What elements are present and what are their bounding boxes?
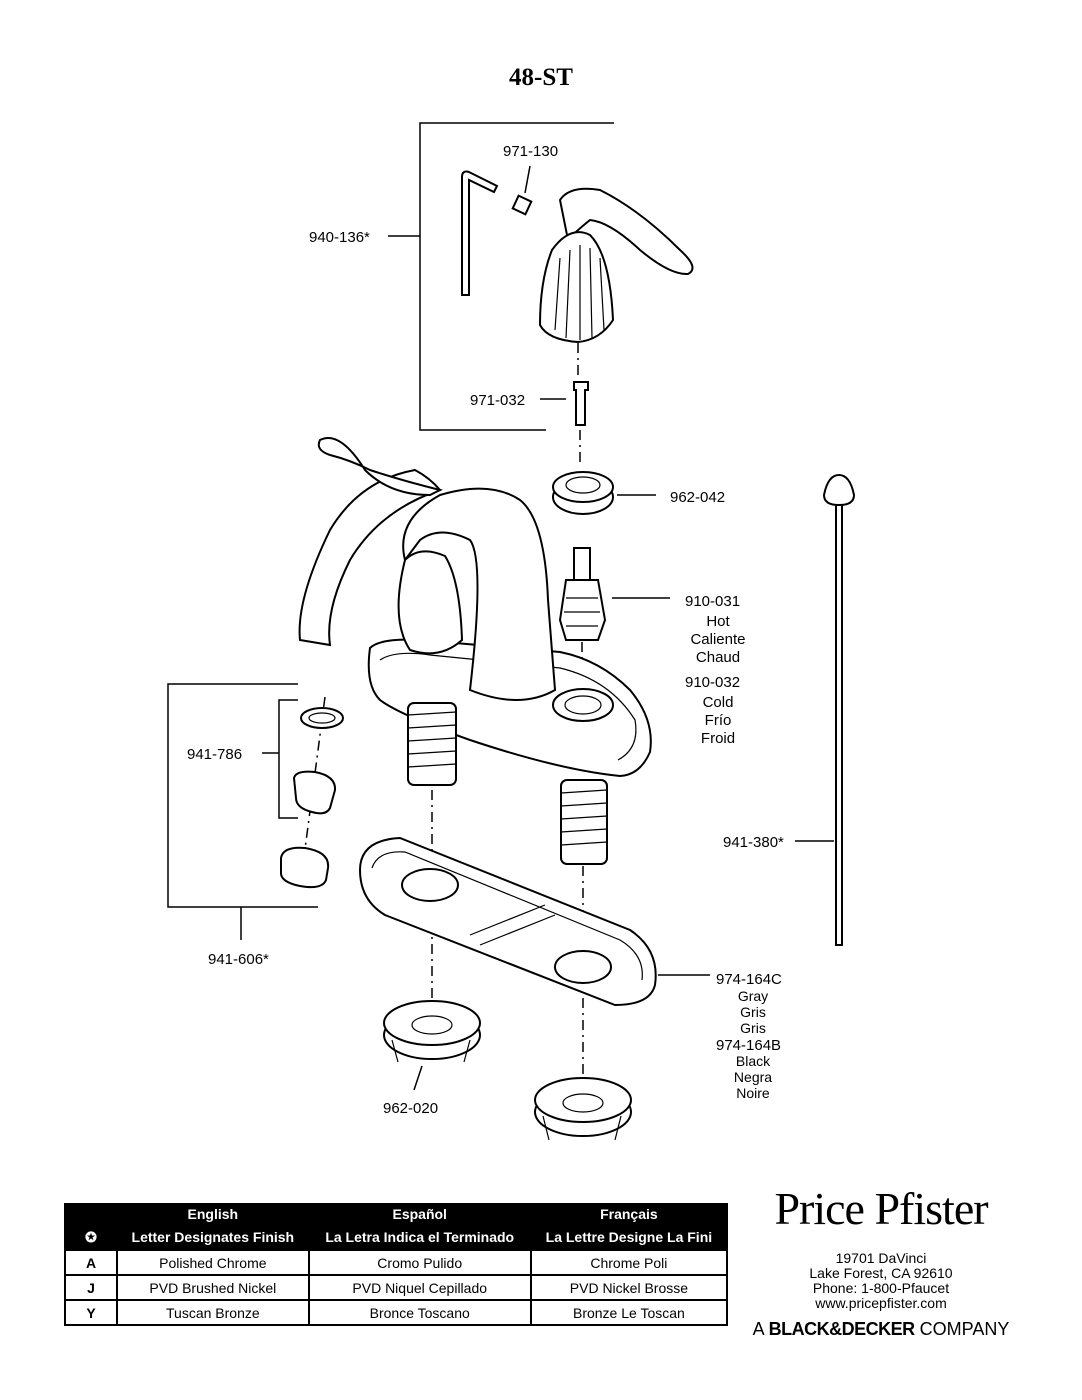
parent-company: A BLACK&DECKER COMPANY <box>752 1319 1010 1339</box>
aerator-washer <box>300 707 344 729</box>
label-962-042: 962-042 <box>670 489 725 506</box>
cold-fr: Froid <box>701 730 735 747</box>
handle-screw <box>573 381 589 426</box>
subheader-english: Letter Designates Finish <box>116 1225 310 1251</box>
finish-table: English Español Français ✪ Letter Design… <box>64 1203 729 1326</box>
subheader-espanol: La Letra Indica el Terminado <box>307 1225 532 1251</box>
label-974-164C: 974-164C <box>716 971 782 988</box>
header-espanol: Español <box>307 1203 532 1225</box>
deck-gasket <box>358 836 657 1007</box>
gray-en: Gray <box>738 988 768 1004</box>
header-francais: Français <box>529 1203 729 1225</box>
faucet-spout <box>402 487 557 701</box>
aerator-kit-bracket <box>167 683 318 908</box>
cold-en: Cold <box>703 694 734 711</box>
hot-en: Hot <box>706 613 730 630</box>
black-fr: Noire <box>736 1085 770 1101</box>
label-971-032: 971-032 <box>470 392 525 409</box>
table-row: Y Tuscan Bronze Bronce Toscano Bronze Le… <box>64 1299 729 1326</box>
header-english: English <box>116 1203 310 1225</box>
hex-wrench <box>461 170 499 296</box>
table-row: J PVD Brushed Nickel PVD Niquel Cepillad… <box>64 1274 729 1301</box>
black-en: Black <box>736 1053 771 1069</box>
address: 19701 DaVinci Lake Forest, CA 92610 Phon… <box>809 1250 953 1311</box>
brand-block: Price Pfister 19701 DaVinci Lake Forest,… <box>745 1182 1017 1340</box>
subheader-francais: La Lettre Designe La Fini <box>529 1225 729 1251</box>
parent-company-logo: BLACK&DECKER <box>768 1319 916 1339</box>
popup-rod <box>835 504 843 946</box>
aerator-housing <box>279 846 330 889</box>
hot-shank <box>407 702 457 786</box>
label-962-020: 962-020 <box>383 1100 438 1117</box>
label-910-032: 910-032 <box>685 674 740 691</box>
label-971-130: 971-130 <box>503 143 558 160</box>
lever-handle <box>558 187 694 276</box>
gray-es: Gris <box>740 1004 766 1020</box>
table-row: A Polished Chrome Cromo Pulido Chrome Po… <box>64 1249 729 1276</box>
set-screw <box>511 194 533 216</box>
symbol-icon: ✪ <box>64 1225 118 1251</box>
label-974-164B: 974-164B <box>716 1037 781 1054</box>
aerator-insert <box>292 770 337 815</box>
label-941-606: 941-606* <box>208 951 269 968</box>
handle-cap <box>538 231 615 344</box>
cold-opening <box>552 688 614 722</box>
hot-es: Caliente <box>690 631 745 648</box>
cartridge <box>558 579 607 641</box>
label-940-136: 940-136* <box>309 229 370 246</box>
brand-logo: Price Pfister <box>774 1183 988 1234</box>
cold-es: Frío <box>705 712 732 729</box>
popup-knob <box>822 473 856 507</box>
hot-fr: Chaud <box>696 649 740 666</box>
black-es: Negra <box>734 1069 772 1085</box>
exploded-parts-diagram: 48-ST 940-136* 971-130 971-032 962-042 9… <box>167 64 856 1141</box>
model-title: 48-ST <box>509 64 573 91</box>
handle-kit-bracket <box>419 122 614 431</box>
cartridge-stem <box>573 547 591 581</box>
gray-fr: Gris <box>740 1020 766 1036</box>
label-941-786: 941-786 <box>187 746 242 763</box>
label-910-031: 910-031 <box>685 593 740 610</box>
label-941-380: 941-380* <box>723 834 784 851</box>
faucet-handle-base <box>397 550 464 655</box>
faucet-body-base <box>367 638 652 778</box>
